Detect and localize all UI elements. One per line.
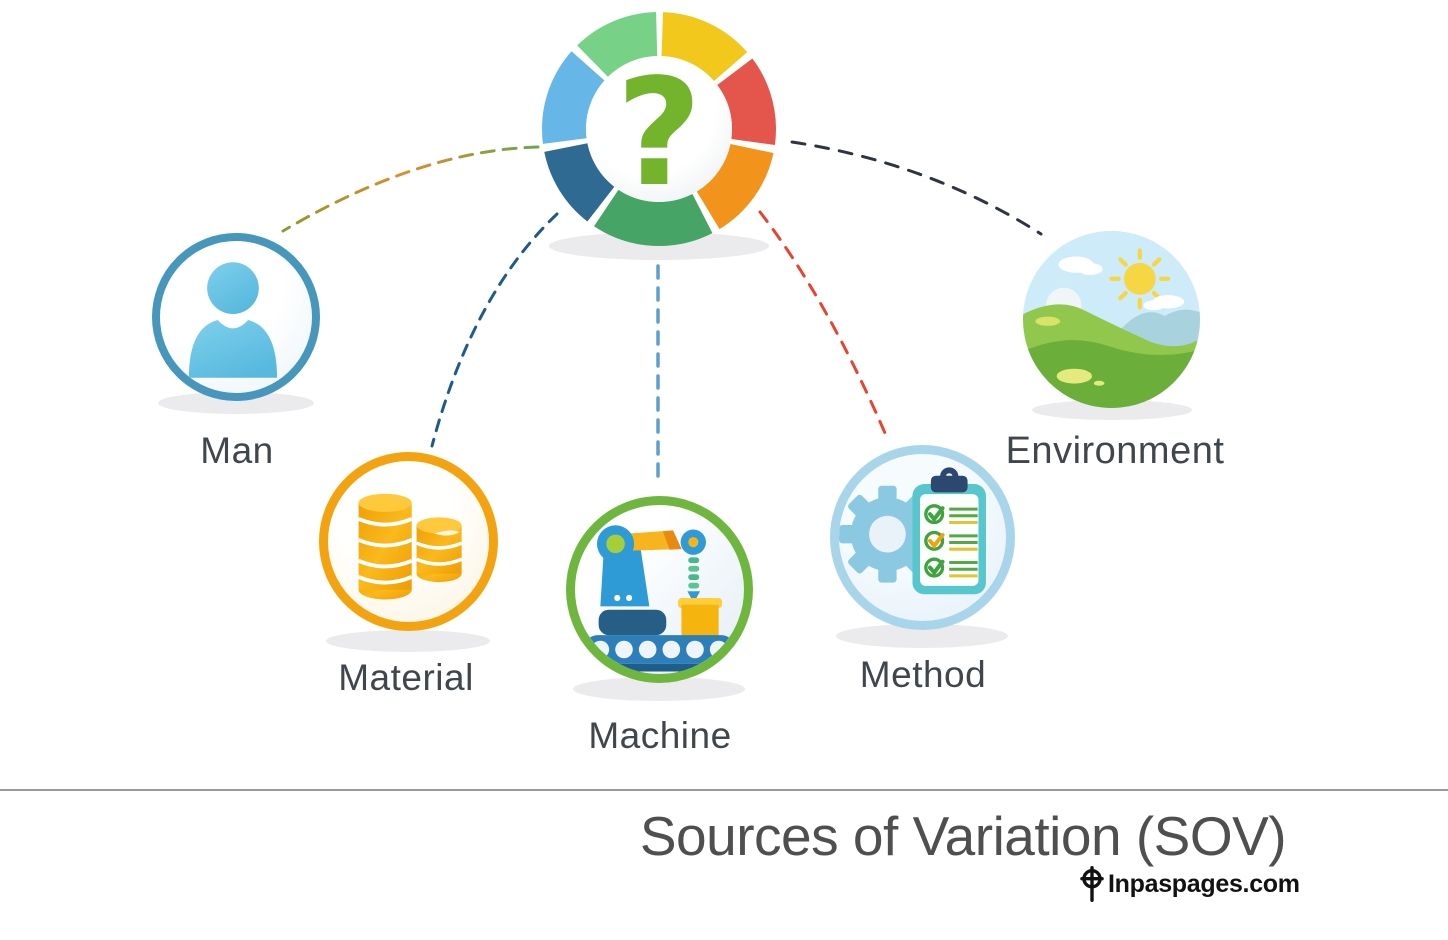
watermark-text: Inpaspages.com bbox=[1108, 869, 1300, 898]
label-machine: Machine bbox=[588, 715, 732, 756]
method-shadow bbox=[836, 624, 1008, 648]
material-shadow bbox=[326, 630, 490, 652]
hub-ring bbox=[542, 12, 776, 246]
environment-shadow bbox=[1032, 400, 1192, 420]
watermark: Inpaspages.com bbox=[1078, 866, 1300, 902]
machine-shadow bbox=[573, 677, 745, 701]
node-man bbox=[152, 233, 320, 401]
person-icon bbox=[188, 262, 278, 378]
label-man: Man bbox=[200, 430, 274, 471]
connector-hub-man bbox=[281, 145, 540, 233]
node-method bbox=[830, 445, 1015, 630]
hub-center bbox=[586, 56, 732, 202]
node-material bbox=[319, 452, 498, 631]
landscape-icon bbox=[1023, 231, 1200, 408]
coins-icon bbox=[357, 493, 463, 600]
man-shadow bbox=[158, 392, 314, 414]
celtic-cross-icon bbox=[1080, 866, 1104, 902]
connector-hub-material bbox=[430, 212, 559, 448]
question-mark: ? bbox=[616, 47, 702, 219]
node-environment bbox=[1023, 231, 1200, 408]
divider-line bbox=[0, 789, 1448, 791]
connector-hub-method bbox=[758, 210, 890, 442]
gear-checklist-icon bbox=[839, 467, 986, 595]
node-machine bbox=[566, 496, 753, 683]
label-method: Method bbox=[859, 654, 987, 695]
hub-circle: ? bbox=[542, 12, 776, 246]
connector-hub-environment bbox=[790, 140, 1043, 236]
label-material: Material bbox=[338, 657, 474, 698]
robot-arm-icon bbox=[583, 525, 736, 672]
page-title: Sources of Variation (SOV) bbox=[639, 805, 1287, 867]
label-environment: Environment bbox=[1005, 430, 1225, 472]
